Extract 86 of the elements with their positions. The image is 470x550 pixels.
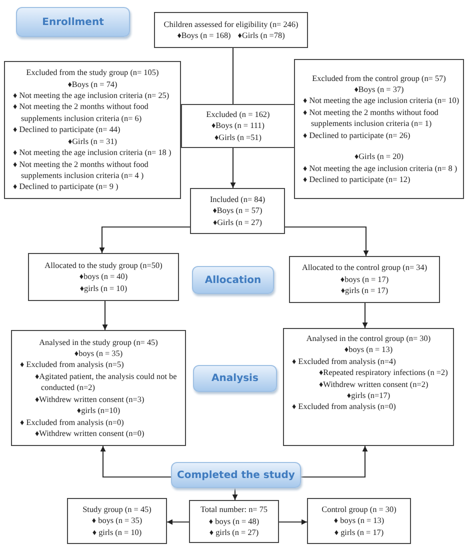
- stage-banner: [193, 365, 277, 392]
- list-item: ♦ Not meeting the age inclusion criteria (n= 25): [12, 90, 170, 102]
- flow-box: [4, 61, 181, 199]
- flow-box: [154, 12, 308, 48]
- connector-arrow: [167, 519, 189, 525]
- list-item: ♦boys (n = 13): [343, 344, 394, 356]
- flow-box: [67, 498, 167, 544]
- list-item: ♦ Not meeting the age inclusion criteria (n= 8 ): [302, 162, 458, 174]
- list-item: ♦girls (n = 17): [340, 285, 390, 297]
- list-item: ♦ Not meeting the age inclusion criteria (n= 18 ): [12, 147, 172, 159]
- connector-arrow: [279, 519, 307, 525]
- list-item: ♦Girls (n =51): [214, 132, 262, 144]
- flow-box: [283, 328, 454, 446]
- stage-title: Completed the study: [177, 470, 295, 480]
- flow-box: [294, 59, 464, 199]
- connector-arrow: [301, 446, 368, 478]
- connector-arrow: [232, 488, 238, 500]
- list-item: ♦Boys (n = 57): [212, 205, 264, 217]
- list-item: ♦ Declined to participate (n= 9 ): [12, 181, 120, 193]
- stage-banner: [192, 266, 274, 294]
- box-heading: Analysed in the study group (n= 45): [38, 336, 159, 348]
- list-item: ♦ Not meeting the 2 months without food supplements inclusion criteria (n= 4 ): [12, 158, 150, 182]
- list-item: ♦ Not meeting the 2 months without food supplements inclusion criteria (n= 1): [302, 106, 440, 130]
- list-item: ♦Girls (n =78): [238, 30, 285, 42]
- list-item: ♦ boys (n = 48): [208, 516, 260, 528]
- flow-box: [289, 256, 440, 303]
- flow-box: [181, 104, 295, 148]
- list-item: ♦ Excluded from analysis (n=5): [19, 359, 125, 371]
- list-item: ♦ Excluded from analysis (n=0): [291, 401, 397, 413]
- list-item: ♦Boys (n = 74): [66, 78, 118, 90]
- list-item: ♦boys (n = 17): [339, 274, 390, 286]
- list-item: ♦Boys (n = 168): [177, 30, 231, 42]
- box-heading: Children assessed for eligibility (n= 246): [162, 18, 300, 30]
- list-item: ♦ girls (n = 27): [208, 527, 260, 539]
- list-item: ♦Boys (n = 111): [210, 120, 266, 132]
- list-item: ♦ Excluded from analysis (n=0): [19, 416, 125, 428]
- box-heading: Allocated to the control group (n= 34): [300, 262, 428, 274]
- box-heading: Study group (n = 45): [82, 504, 152, 516]
- list-item: ♦Withdrew written consent (n=3): [34, 394, 146, 406]
- stage-banner: [171, 462, 301, 488]
- box-heading: Excluded from the control group (n= 57): [311, 72, 447, 84]
- box-heading: Allocated to the study group (n=50): [44, 260, 164, 272]
- box-heading: Excluded (n = 162): [205, 108, 271, 120]
- list-item: ♦boys (n = 40): [78, 271, 129, 283]
- box-heading: Excluded from the study group (n= 105): [25, 67, 160, 79]
- list-item: ♦ Declined to participate (n= 12): [302, 174, 412, 186]
- list-item: ♦Girls (n = 27): [212, 216, 264, 228]
- list-item: ♦ boys (n = 35): [90, 515, 144, 527]
- flow-box: [189, 500, 279, 543]
- stage-title: Allocation: [204, 274, 262, 286]
- list-item: ♦ Not meeting the age inclusion criteria (n= 10): [302, 95, 460, 107]
- stage-banner: [16, 7, 130, 37]
- box-heading: Total number: n= 75: [199, 504, 269, 516]
- connector-arrow: [102, 301, 108, 330]
- list-item: ♦girls (n=10): [76, 405, 122, 417]
- flow-box: [307, 498, 411, 544]
- list-item: ♦Girls (n = 20): [353, 151, 405, 163]
- list-item: ♦ Excluded from analysis (n=4): [291, 356, 397, 368]
- list-item: ♦girls (n=17): [346, 390, 392, 402]
- box-heading: Analysed in the control group (n= 30): [305, 333, 432, 344]
- stage-title: Enrollment: [42, 16, 104, 28]
- connector-arrow: [99, 226, 190, 253]
- list-item: ♦ boys (n = 13): [332, 515, 386, 527]
- flow-box: [11, 330, 186, 446]
- flow-box: [28, 253, 179, 301]
- list-item: ♦boys (n = 35): [73, 348, 124, 360]
- list-item: ♦girls (n = 10): [78, 282, 128, 294]
- connector-arrow: [362, 303, 368, 328]
- box-heading: Control group (n = 30): [320, 504, 398, 516]
- list-item: ♦Girls (n = 31): [66, 136, 118, 148]
- list-item: ♦ Declined to participate (n= 26): [302, 130, 412, 142]
- list-item: ♦Withdrew written consent (n=2): [318, 378, 430, 390]
- list-item: ♦ girls (n = 10): [91, 526, 143, 538]
- connector-arrow: [285, 226, 369, 256]
- connector-arrow: [100, 446, 171, 478]
- list-item: ♦ Not meeting the 2 months without food supplements inclusion criteria (n= 6): [12, 101, 150, 124]
- list-item: ♦ girls (n = 17): [333, 526, 385, 538]
- flow-box: [190, 188, 285, 234]
- list-item: ♦Boys (n = 37): [353, 84, 405, 96]
- box-heading: Included (n= 84): [208, 194, 266, 206]
- list-item: ♦Agitated patient, the analysis could not be conducted (n=2): [34, 370, 178, 394]
- list-item: ♦Repeated respiratory infections (n =2): [318, 367, 449, 379]
- list-item: ♦ Declined to participate (n= 44): [12, 124, 122, 136]
- connector-arrow: [230, 148, 236, 188]
- list-item: ♦Withdrew written consent (n=0): [34, 428, 146, 440]
- stage-title: Analysis: [212, 373, 258, 384]
